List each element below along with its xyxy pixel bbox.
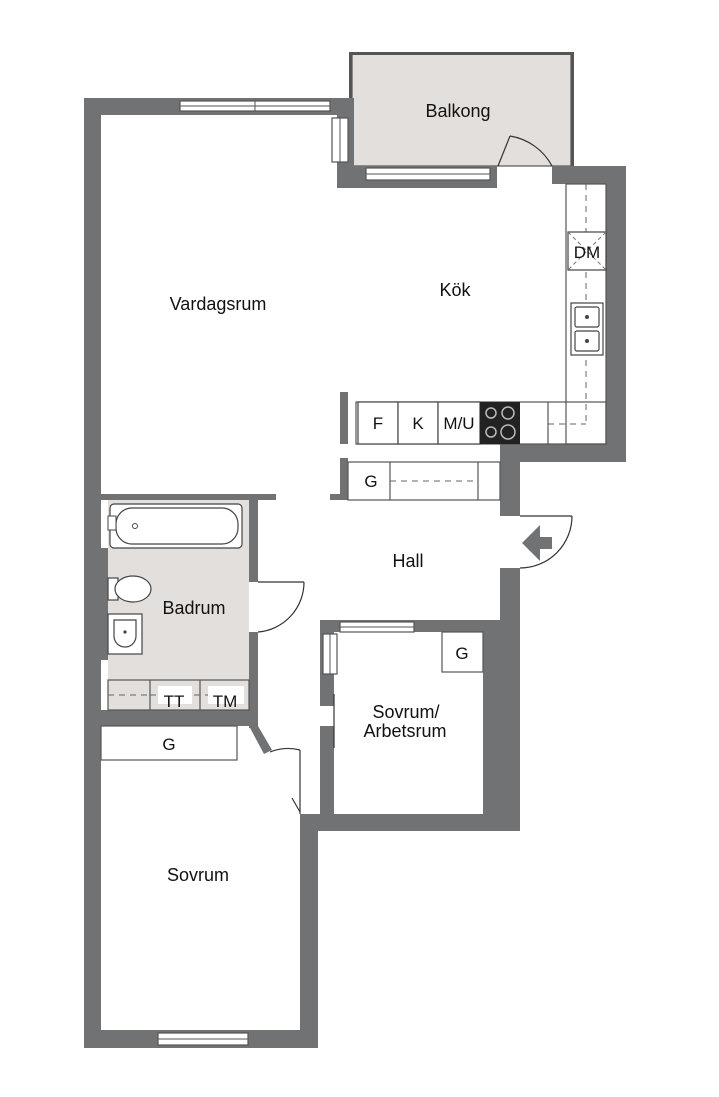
- dryer: TT: [158, 686, 192, 711]
- bedroom2-wardrobe: G: [441, 631, 484, 673]
- door-swing-icon: [257, 581, 305, 633]
- freezer: K: [397, 401, 439, 445]
- window-icon: [339, 621, 415, 633]
- dryer-label: TT: [164, 692, 185, 711]
- toilet-icon: [107, 575, 152, 603]
- room-label-sovrum-arbetsrum-1: Sovrum/: [372, 702, 439, 722]
- dishwasher: DM: [567, 231, 607, 271]
- bedroom-wardrobe: G: [100, 725, 238, 761]
- room-label-sovrum-arbetsrum-2: Arbetsrum: [363, 721, 446, 741]
- bathtub-icon: [107, 503, 243, 549]
- microwave-oven: M/U: [437, 401, 481, 445]
- window-icon: [365, 167, 491, 181]
- room-label-badrum: Badrum: [162, 598, 225, 618]
- washbasin-icon: [107, 613, 143, 655]
- window-icon: [179, 100, 331, 112]
- fridge-label: F: [373, 414, 383, 433]
- window-icon: [157, 1032, 249, 1046]
- microwave-oven-label: M/U: [443, 414, 474, 433]
- dishwasher-label: DM: [574, 243, 600, 262]
- window-icon: [322, 633, 338, 675]
- hall-wardrobe-label: G: [364, 472, 377, 491]
- freezer-label: K: [412, 414, 424, 433]
- hall-wardrobe: G: [347, 461, 501, 501]
- window-icon: [331, 117, 349, 163]
- door-swing-icon: [269, 747, 301, 814]
- washer: TM: [208, 686, 244, 711]
- room-label-sovrum: Sovrum: [167, 865, 229, 885]
- room-label-balkong: Balkong: [425, 101, 490, 121]
- room-label-kok: Kök: [439, 280, 471, 300]
- room-label-hall: Hall: [392, 551, 423, 571]
- entrance-arrow-icon: [522, 525, 552, 561]
- room-label-vardagsrum: Vardagsrum: [170, 294, 267, 314]
- bedroom2-wardrobe-label: G: [455, 644, 468, 663]
- washer-label: TM: [213, 692, 238, 711]
- door-swing-icon: [519, 515, 573, 569]
- door-swing-icon: [497, 135, 553, 167]
- bedroom-wardrobe-label: G: [162, 735, 175, 754]
- fridge: F: [357, 401, 399, 445]
- sink-icon: [570, 302, 604, 356]
- stove-icon: [480, 402, 520, 444]
